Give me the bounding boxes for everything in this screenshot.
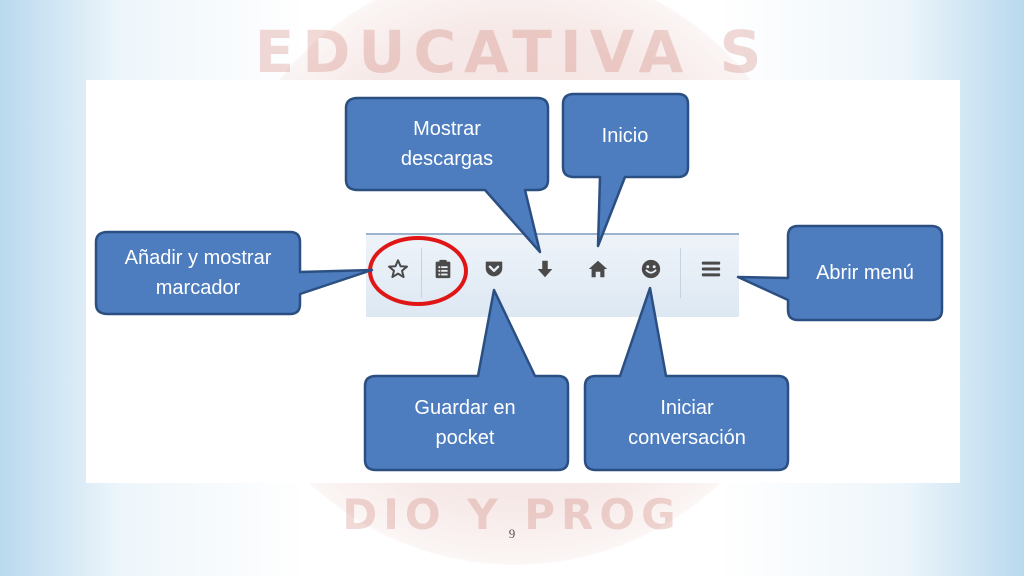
chat-button[interactable]	[636, 254, 666, 284]
pocket-icon	[485, 261, 503, 277]
callout-home-shape	[561, 92, 690, 248]
pocket-button[interactable]	[479, 254, 509, 284]
download-arrow-icon	[537, 260, 553, 278]
hamburger-menu-icon	[701, 261, 721, 277]
watermark-bottom-text: DIO Y PROG	[342, 490, 682, 539]
callout-menu: Abrir menú	[816, 262, 914, 284]
callout-bookmark: Añadir y mostrar marcador	[124, 247, 272, 299]
callout-menu-shape	[736, 224, 944, 322]
callout-bookmark-shape	[94, 230, 374, 316]
callout-pocket: Guardar en pocket	[414, 397, 516, 449]
home-icon	[588, 260, 608, 278]
toolbar-separator	[680, 248, 681, 298]
page-number: 9	[508, 526, 516, 541]
callout-pocket-shape	[363, 288, 570, 472]
callout-downloads-shape	[344, 96, 550, 254]
callout-home: Inicio	[601, 125, 649, 147]
open-menu-button[interactable]	[696, 254, 726, 284]
downloads-button[interactable]	[530, 254, 560, 284]
callout-chat-shape	[583, 286, 790, 472]
callout-downloads: Mostrar descargas	[400, 118, 494, 170]
watermark-top-text: EDUCATIVA S	[254, 18, 770, 86]
smiley-icon	[641, 259, 661, 279]
callout-chat: Iniciar conversación	[628, 397, 746, 449]
home-button[interactable]	[583, 254, 613, 284]
